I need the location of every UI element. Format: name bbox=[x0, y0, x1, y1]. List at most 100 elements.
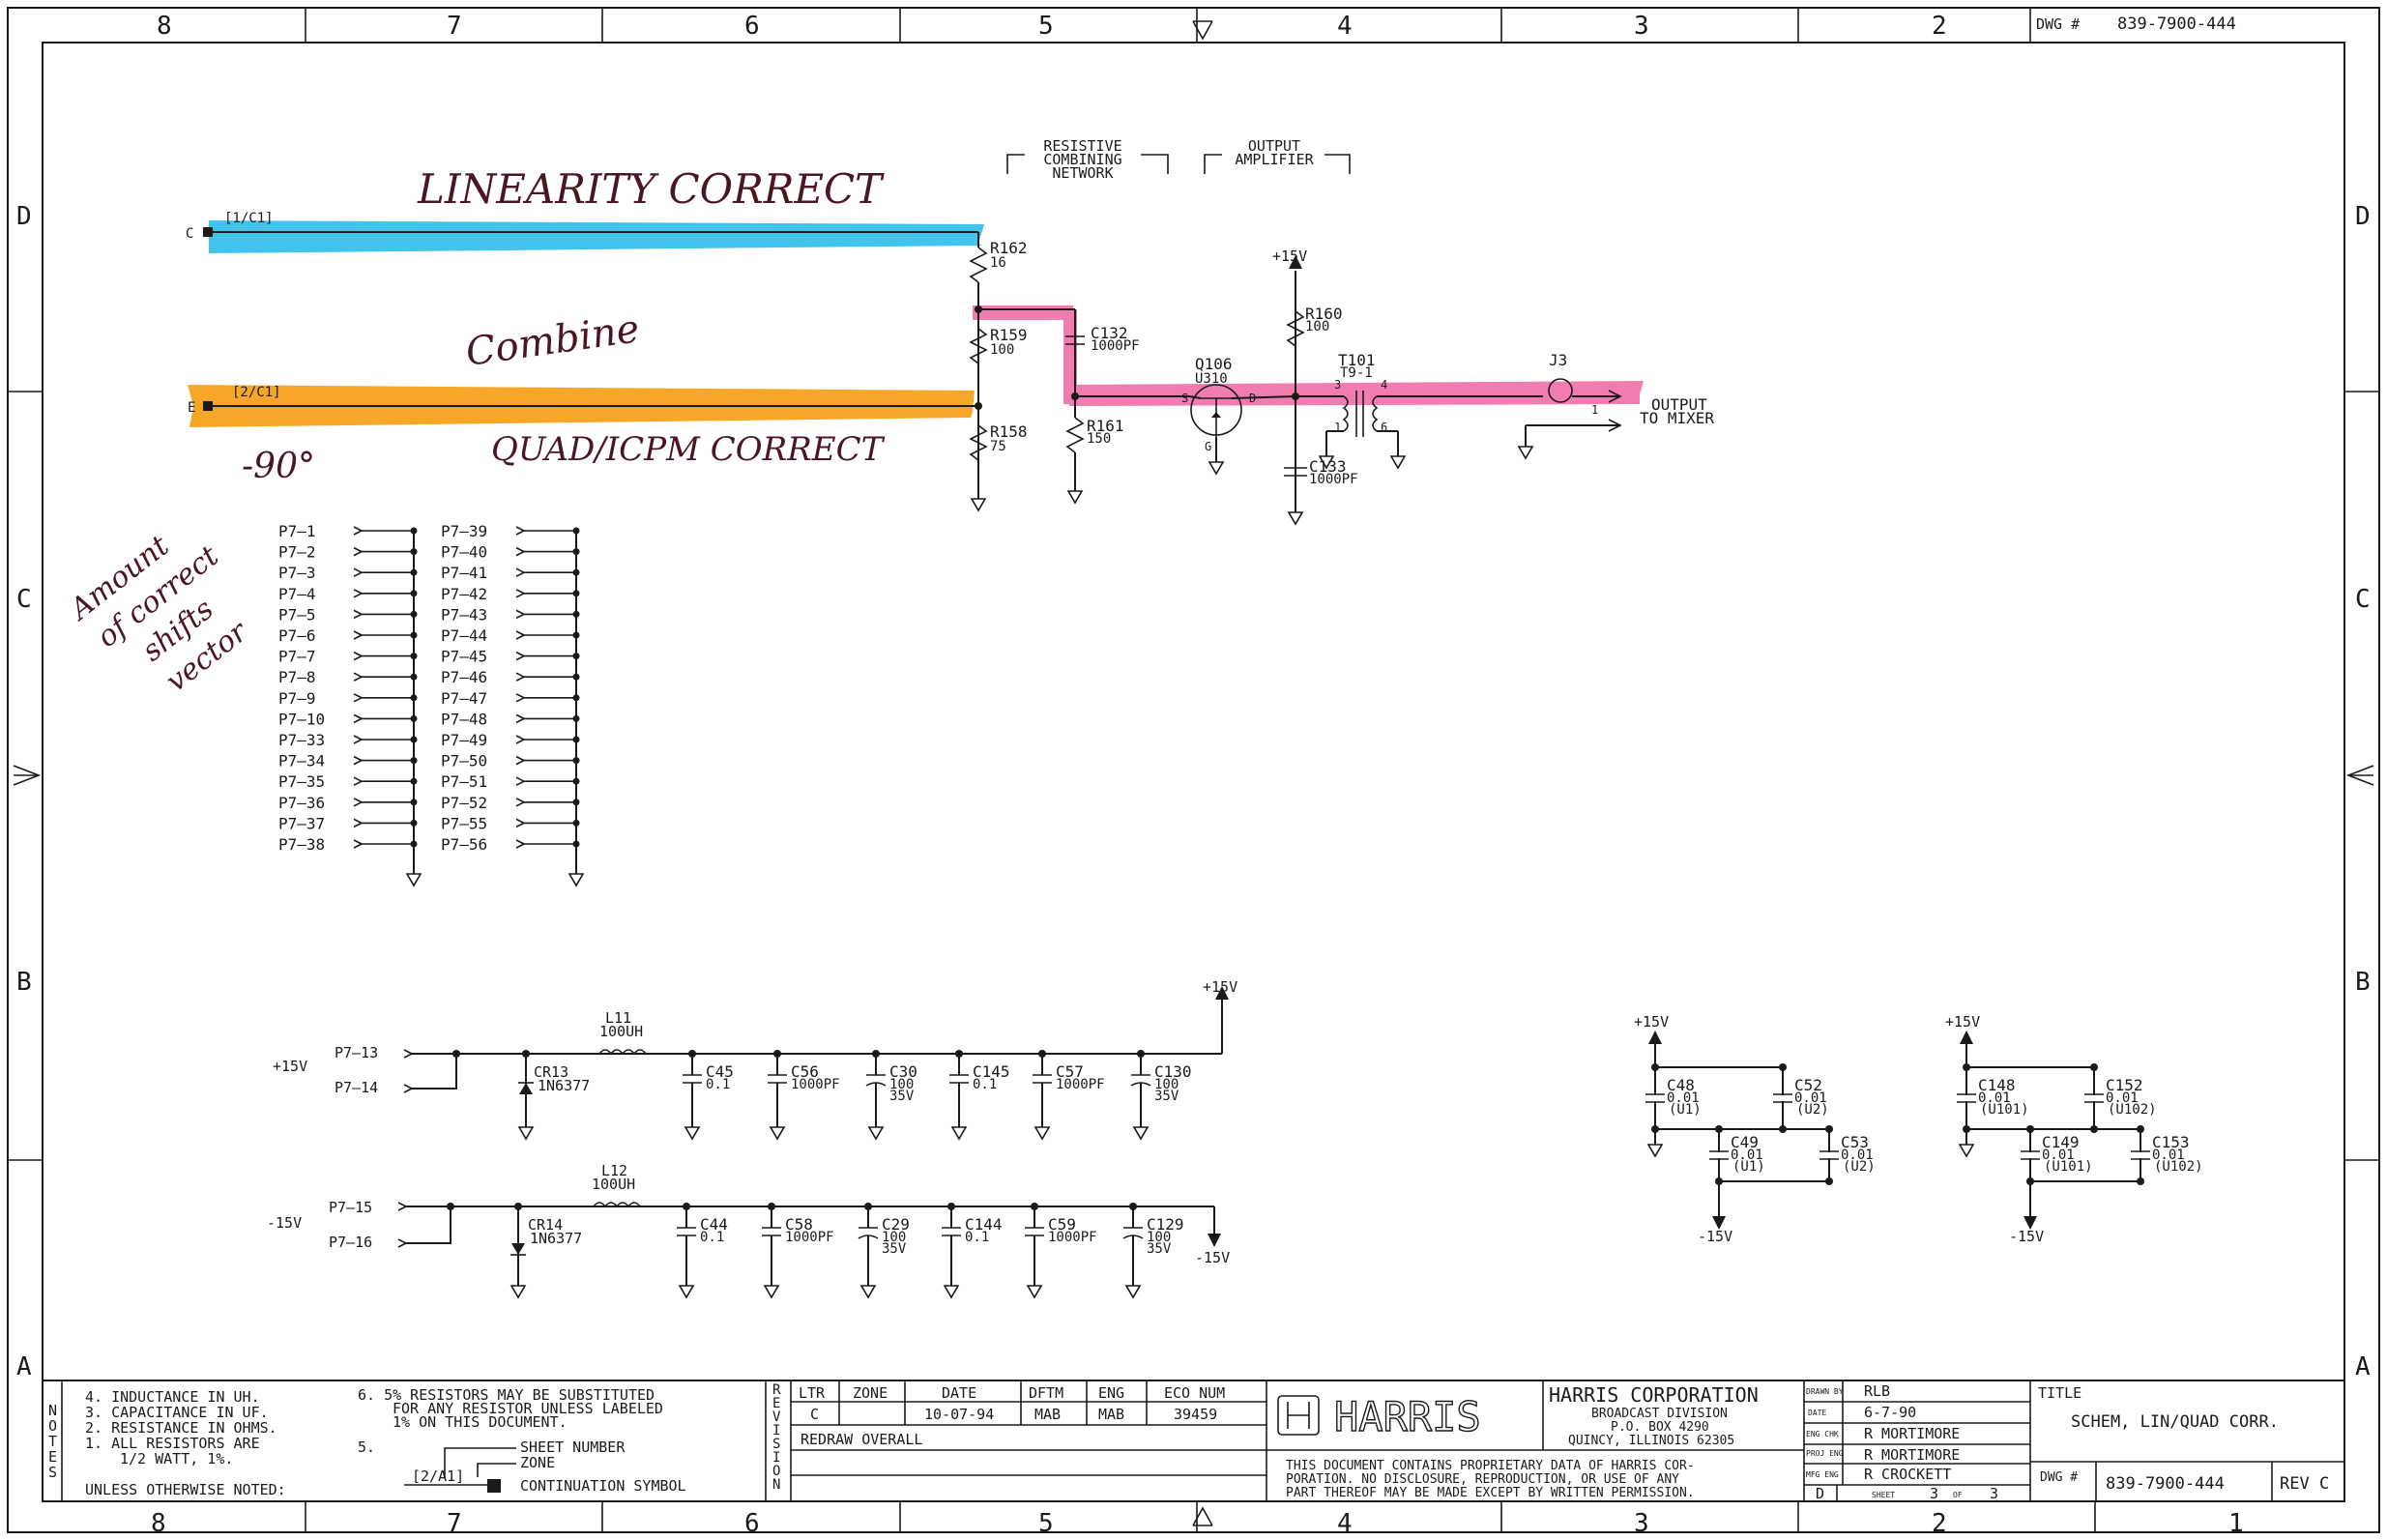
neg-out-label: -15V bbox=[1195, 1249, 1230, 1266]
supply-filter-negative: -15V P7—15 P7—16 CR14 1N6377 L12 100UH -… bbox=[267, 1162, 1230, 1299]
c132-value: 1000PF bbox=[1091, 338, 1140, 354]
r159-ref: R159 bbox=[990, 326, 1028, 344]
decoup-1-cap-2-value: 0.01 bbox=[2042, 1148, 2075, 1163]
harris-logo: HARRIS bbox=[1277, 1392, 1481, 1441]
revision-side-letter: S bbox=[772, 1437, 780, 1452]
q106-ref: Q106 bbox=[1195, 355, 1233, 373]
note-2: 2. RESISTANCE IN OHMS. bbox=[85, 1419, 277, 1437]
q106-pin-s: S bbox=[1181, 392, 1188, 405]
rev-date: 10-07-94 bbox=[924, 1406, 994, 1423]
col-label-top-5: 5 bbox=[1038, 12, 1054, 41]
decoup-1-cap-0-unit: (U101) bbox=[1980, 1102, 2029, 1118]
row-label-left-d: D bbox=[16, 202, 32, 231]
supply-negative-capacitors: C440.1C581000PFC2910035VC1440.1C591000PF… bbox=[677, 1203, 1184, 1299]
rev-hdr-eng: ENG bbox=[1098, 1384, 1124, 1402]
approval-mfg: R CROCKETT bbox=[1864, 1466, 1951, 1483]
p7-left-pin-1: P7—2 bbox=[278, 543, 316, 562]
supply_pos-cap-0-value: 0.1 bbox=[706, 1077, 730, 1092]
notes-unless: UNLESS OTHERWISE NOTED: bbox=[85, 1481, 286, 1498]
supply_neg-cap-5-value: 100 bbox=[1147, 1230, 1171, 1245]
row-label-right-d: D bbox=[2355, 202, 2371, 231]
p7-right-pin-2: P7—41 bbox=[441, 564, 487, 582]
decoup-0-cap-3-ref: C53 bbox=[1841, 1133, 1869, 1151]
decoup-1-cap-1-unit: (U102) bbox=[2108, 1102, 2157, 1118]
supply_pos-cap-4-ref: C57 bbox=[1056, 1062, 1084, 1081]
col-label-bottom-6: 6 bbox=[744, 1509, 760, 1538]
col-label-bottom-5: 5 bbox=[1038, 1509, 1054, 1538]
p7-left-pin-0: P7—1 bbox=[278, 522, 316, 540]
header-resistive-line-1: RESISTIVE bbox=[1043, 137, 1121, 155]
row-label-right-a: A bbox=[2355, 1352, 2371, 1381]
approval-date-label: DATE bbox=[1808, 1409, 1826, 1417]
output-to-line-1: OUTPUT bbox=[1651, 395, 1707, 414]
q106-type: U310 bbox=[1195, 371, 1228, 387]
note-3: 3. CAPACITANCE IN UF. bbox=[85, 1404, 269, 1421]
supply_pos-cap-3-ref: C145 bbox=[973, 1062, 1010, 1081]
header-output-line-2: AMPLIFIER bbox=[1235, 151, 1314, 168]
col-label-bottom-1: 1 bbox=[2228, 1509, 2244, 1538]
col-label-bottom-2: 2 bbox=[1932, 1509, 1947, 1538]
hw-quad-icpm-correct: QUAD/ICPM CORRECT bbox=[491, 430, 886, 469]
note-4: 4. INDUCTANCE IN UH. bbox=[85, 1388, 260, 1406]
p7-left-pin-13: P7—36 bbox=[278, 794, 325, 812]
note-6b: FOR ANY RESISTOR UNLESS LABELED bbox=[393, 1400, 663, 1417]
company-name: HARRIS CORPORATION bbox=[1549, 1383, 1759, 1407]
t101-type: T9-1 bbox=[1340, 365, 1373, 381]
title-rev: REV C bbox=[2280, 1474, 2329, 1494]
decoup-0-cap-1-unit: (U2) bbox=[1796, 1102, 1829, 1118]
t101-pin-1: 1 bbox=[1334, 421, 1341, 434]
supply_neg-cap-4-ref: C59 bbox=[1048, 1215, 1076, 1234]
approval-proj-label: PROJ ENG bbox=[1806, 1449, 1844, 1458]
decoup-1-pos-label: +15V bbox=[1945, 1013, 1980, 1031]
col-label-bottom-7: 7 bbox=[447, 1509, 462, 1538]
t101-pin-4: 4 bbox=[1381, 378, 1387, 392]
notes-side-t: T bbox=[48, 1433, 57, 1450]
harris-logo-wordmark: HARRIS bbox=[1334, 1393, 1481, 1440]
note-sheet-number: SHEET NUMBER bbox=[520, 1438, 626, 1456]
supply-filter-positive: +15V P7—13 P7—14 CR13 1N6377 L11 100UH +… bbox=[273, 978, 1237, 1141]
output-to-line-2: TO MIXER bbox=[1640, 409, 1714, 427]
j3-pin: 1 bbox=[1591, 403, 1598, 417]
decoup-0-cap-3-unit: (U2) bbox=[1843, 1159, 1876, 1175]
p7-left-pin-11: P7—34 bbox=[278, 752, 325, 770]
ic-decoupling-networks: +15V-15VC480.01(U1)C520.01(U2)C490.01(U1… bbox=[1634, 1013, 2203, 1245]
col-label-bottom-4: 4 bbox=[1337, 1509, 1353, 1538]
t101-pin-6: 6 bbox=[1381, 421, 1387, 434]
note-5: 5. bbox=[358, 1438, 375, 1456]
pos-pin-13: P7—13 bbox=[335, 1044, 378, 1061]
signal-c1-ref: [1/C1] bbox=[224, 211, 274, 226]
col-label-top-7: 7 bbox=[447, 12, 462, 41]
revision-side-letter: O bbox=[772, 1464, 780, 1479]
p7-left-pin-9: P7—10 bbox=[278, 710, 325, 728]
supply_neg-cap-0-ref: C44 bbox=[700, 1215, 728, 1234]
decoup-0-neg-label: -15V bbox=[1698, 1228, 1732, 1245]
rev-dftm: MAB bbox=[1034, 1406, 1061, 1423]
output-amplifier: Q106 U310 S D G +15V R160 100 C133 1000P… bbox=[1181, 247, 1714, 526]
note-continuation: CONTINUATION SYMBOL bbox=[520, 1477, 686, 1495]
notes-side-s: S bbox=[48, 1464, 57, 1481]
supply_neg-cap-0-value: 0.1 bbox=[700, 1230, 724, 1245]
note-1b: 1/2 WATT, 1%. bbox=[120, 1450, 233, 1467]
j3-ref: J3 bbox=[1549, 351, 1567, 369]
rev-hdr-ltr: LTR bbox=[799, 1384, 826, 1402]
pos-rail-label: +15V bbox=[273, 1058, 307, 1075]
approval-chk-label: ENG CHK bbox=[1806, 1430, 1839, 1438]
cr13-type: 1N6377 bbox=[538, 1077, 590, 1094]
l11-ref: L11 bbox=[605, 1009, 631, 1027]
p7-left-pin-3: P7—4 bbox=[278, 585, 316, 603]
col-label-top-2: 2 bbox=[1932, 12, 1947, 41]
dwg-label-top: DWG # bbox=[2036, 15, 2080, 33]
col-label-top-4: 4 bbox=[1337, 12, 1353, 41]
p7-left-pin-10: P7—33 bbox=[278, 731, 325, 749]
l12-value: 100UH bbox=[592, 1176, 635, 1193]
approval-of-label: OF bbox=[1953, 1491, 1963, 1499]
p7-left-pin-14: P7—37 bbox=[278, 814, 325, 832]
p7-left-pin-12: P7—35 bbox=[278, 772, 325, 791]
q106-pin-d: D bbox=[1249, 392, 1256, 405]
decoup-0-cap-3-value: 0.01 bbox=[1841, 1148, 1874, 1163]
header-resistive-line-2: COMBINING bbox=[1043, 151, 1121, 168]
decoup-0-cap-1-ref: C52 bbox=[1794, 1076, 1822, 1094]
rev-eco: 39459 bbox=[1174, 1406, 1217, 1423]
p7-left-pin-2: P7—3 bbox=[278, 564, 316, 582]
decoup-0-cap-2-ref: C49 bbox=[1731, 1133, 1759, 1151]
